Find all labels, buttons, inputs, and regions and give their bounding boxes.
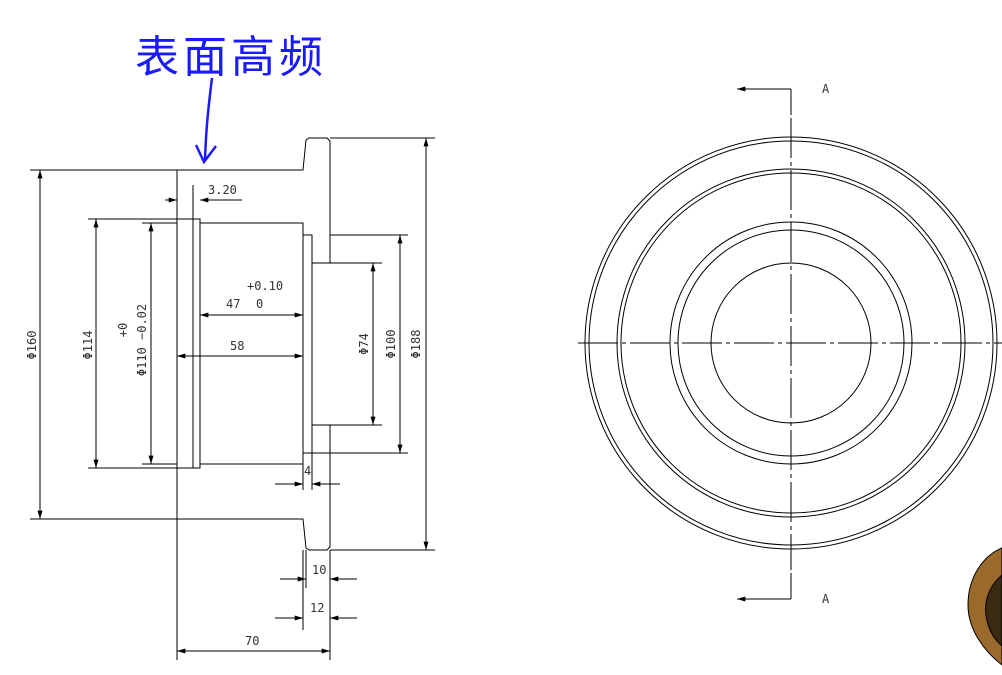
dim-recess-4: 4 [304,464,311,478]
dim-47-tol-upper: +0.10 [247,279,283,293]
extension-lines [30,137,435,660]
dim-d188: Φ188 [409,330,423,359]
dim-47: 47 [226,297,240,311]
section-label-bottom: A [822,592,830,606]
section-body [176,137,331,551]
dim-flange-12: 12 [310,601,324,615]
dim-length-70: 70 [245,634,259,648]
handwritten-arrow-icon [194,77,217,165]
dim-d110: Φ110 −0.02 [135,304,149,376]
section-marker-top: A [736,82,830,115]
dimension-texts: Φ160 Φ114 +0 Φ110 −0.02 3.20 +0.10 47 0 … [25,183,423,648]
end-view [578,118,1002,570]
section-label-top: A [822,82,830,96]
dim-d114: Φ114 [81,331,95,360]
handwritten-note: 表面高频 [135,32,327,83]
dim-58: 58 [230,339,244,353]
dim-flange-10: 10 [312,563,326,577]
dim-d110-upper-tol: +0 [116,323,130,337]
dim-groove-width: 3.20 [208,183,237,197]
section-marker-bottom: A [736,573,830,606]
dim-d100: Φ100 [384,330,398,359]
dim-47-tol-lower: 0 [256,297,263,311]
dim-d74: Φ74 [357,333,371,355]
dimension-lines [37,137,429,654]
3d-model-preview [967,547,1002,666]
dim-d160: Φ160 [25,331,39,360]
